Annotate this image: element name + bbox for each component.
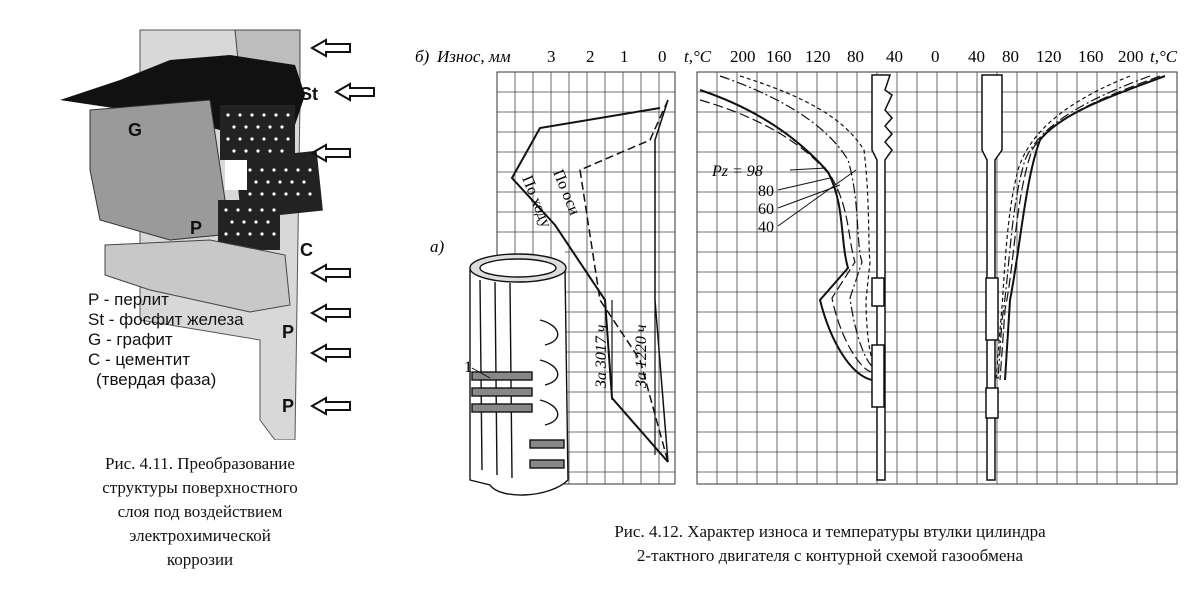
label-p-3: P [282,396,295,416]
wear-curve-right-edge [654,99,669,463]
liner-sketch [469,253,569,496]
temp-axis-title-right: t,°C [1150,47,1178,66]
temp-tick: 160 [1078,47,1104,66]
temp-tick: 40 [886,47,903,66]
fig11-legend: P - перлит St - фосфит железа G - графит… [88,290,244,390]
temp-curves-left [699,75,873,381]
pz-value: 80 [758,183,774,200]
temp-tick: 40 [968,47,985,66]
label-za-1220: За 1220 ч [633,324,650,388]
label-a: а) [430,237,445,256]
temp-tick: 0 [931,47,940,66]
legend-item: (твердая фаза) [96,370,217,389]
temp-tick: 120 [805,47,831,66]
label-c: C [300,240,313,260]
temp-tick: 120 [1036,47,1062,66]
corrosion-structure-drawing [60,29,375,440]
wear-tick: 3 [547,47,556,66]
temp-curve-pz80 [699,99,873,373]
label-p: P [190,218,203,238]
temp-tick: 80 [847,47,864,66]
temp-curve-pz40 [739,75,873,359]
legend-item: St - фосфит железа [88,310,244,329]
wear-axis-title: Износ, мм [436,47,511,66]
label-g: G [128,120,143,140]
legend-item: P - перлит [88,290,169,309]
wear-temperature-chart: б) Износ, мм 3 2 1 0 t,°C 200 160 120 80… [415,47,1178,496]
cementite-block-3 [218,200,280,250]
wear-tick: 2 [586,47,595,66]
pz-value: 40 [758,219,774,236]
temp-curve-right-3 [997,75,1151,381]
wear-tick: 1 [620,47,629,66]
void-region [225,160,247,190]
label-za-3017: За 3017 ч [593,324,610,388]
fig12-caption: Рис. 4.12. Характер износа и температуры… [614,522,1046,565]
label-b: б) [415,47,430,66]
liner-walls [871,74,1003,481]
graphite-region [89,99,226,241]
pz-value: 60 [758,201,774,218]
temp-curve-pz60 [719,75,873,367]
temp-curve-right-2 [999,75,1161,381]
temp-curve-right-4 [995,75,1131,381]
wear-curves [510,99,669,463]
legend-item: G - графит [88,330,173,349]
part-leader [471,367,491,379]
legend-item: C - цементит [88,350,190,369]
label-po-osi: По оси [549,167,583,218]
temp-curve-right-1 [1004,75,1166,381]
temp-tick: 160 [766,47,792,66]
wear-tick: 0 [658,47,667,66]
pz-label: Pz = 98 [711,163,763,180]
label-po-hodu: По ходу [518,173,554,230]
temp-tick: 80 [1002,47,1019,66]
wear-curve-po-osi [579,99,669,463]
temp-tick: 200 [1118,47,1144,66]
temp-curves-right [995,75,1166,381]
part-number: 1 [464,359,472,376]
pz-leaders [777,167,857,227]
label-st: St [300,84,318,104]
temp-axis-title: t,°C [684,47,712,66]
arrows [309,38,375,416]
fig11-caption: Рис. 4.11. Преобразование структуры пове… [102,454,298,569]
pearlite-region [104,239,291,313]
temp-tick: 200 [730,47,756,66]
label-p-2: P [282,322,295,342]
temp-curve-pz98 [699,89,873,381]
